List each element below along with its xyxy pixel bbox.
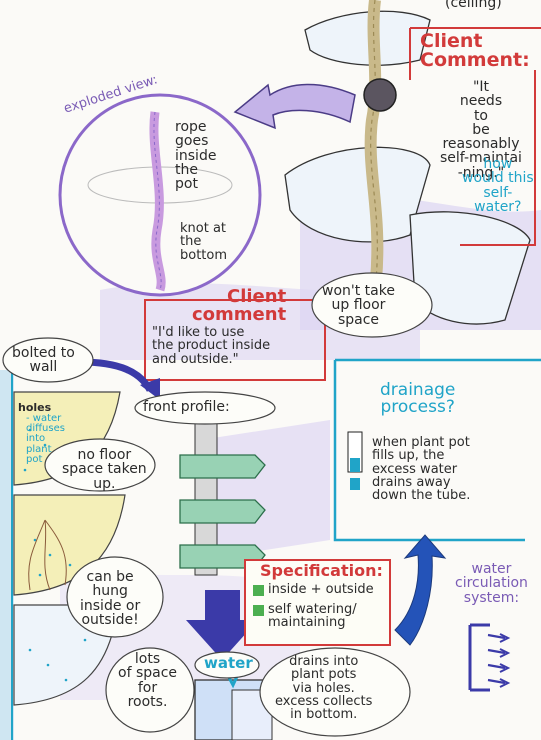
client-comment-2-quote: "I'd like to use the product inside and …: [152, 325, 271, 367]
floor-space-note: won't take up floor space: [322, 283, 395, 328]
client-comment-1-question: how would this self- water?: [462, 156, 534, 215]
client-comment-1-quote: "It needs to be reasonably self-maintai …: [440, 79, 522, 181]
holes-title: holes: [18, 401, 52, 414]
ceiling-label: (ceiling): [445, 0, 502, 11]
drains-note: drains into plant pots via holes. excess…: [275, 654, 373, 722]
water-label: water: [204, 654, 253, 672]
bolted-note: bolted to wall: [12, 345, 75, 376]
front-profile-label: front profile:: [143, 399, 230, 415]
specification-item-2: self watering/ maintaining: [268, 602, 357, 631]
client-comment-1-heading: Client Comment:: [420, 30, 530, 71]
hung-note: can be hung inside or outside!: [80, 569, 141, 628]
drainage-title: drainage process?: [380, 380, 456, 418]
specification-item-1: inside + outside: [268, 582, 374, 597]
specification-title: Specification:: [260, 561, 383, 580]
knot-note: knot at the bottom: [180, 221, 228, 263]
roots-note: lots of space for roots.: [118, 651, 178, 710]
client-comment-2-heading: Client comment: [192, 286, 287, 326]
no-floor-note: no floor space taken up.: [62, 447, 147, 492]
drainage-body: when plant pot fills up, the excess wate…: [372, 435, 471, 503]
water-circulation-label: water circulation system:: [455, 561, 528, 606]
holes-body: - water diffuses into plant pot: [26, 413, 65, 465]
rope-note: rope goes inside the pot: [175, 119, 217, 193]
